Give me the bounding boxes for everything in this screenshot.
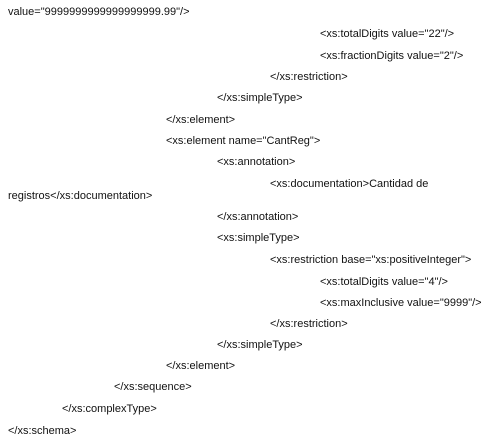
code-line: </xs:restriction> <box>270 71 348 83</box>
code-line: <xs:annotation> <box>217 156 296 168</box>
code-line: </xs:simpleType> <box>217 339 303 351</box>
code-line: <xs:simpleType> <box>217 232 300 244</box>
code-line: registros</xs:documentation> <box>8 190 153 202</box>
code-line: </xs:sequence> <box>114 381 192 393</box>
code-line: <xs:element name="CantReg"> <box>166 135 321 147</box>
code-line: <xs:fractionDigits value="2"/> <box>320 50 464 62</box>
code-line: <xs:maxInclusive value="9999"/> <box>320 297 482 309</box>
code-line: </xs:simpleType> <box>217 92 303 104</box>
code-line: <xs:totalDigits value="4"/> <box>320 276 448 288</box>
code-line: </xs:annotation> <box>217 211 299 223</box>
code-line: </xs:schema> <box>8 425 77 437</box>
code-line: <xs:restriction base="xs:positiveInteger… <box>270 254 472 266</box>
code-line: </xs:restriction> <box>270 318 348 330</box>
code-line: </xs:element> <box>166 114 236 126</box>
code-line: <xs:documentation>Cantidad de <box>270 178 429 190</box>
code-line: value="9999999999999999999.99"/> <box>8 6 190 18</box>
code-line: </xs:complexType> <box>62 403 157 415</box>
code-line: </xs:element> <box>166 360 236 372</box>
code-line: <xs:totalDigits value="22"/> <box>320 28 455 40</box>
